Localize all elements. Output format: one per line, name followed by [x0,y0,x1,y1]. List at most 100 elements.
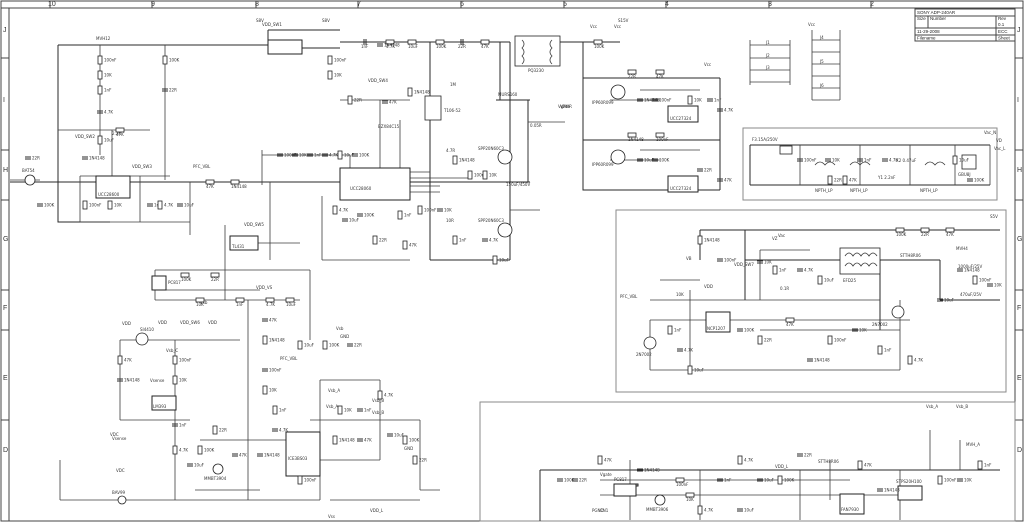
resistor [482,170,488,180]
component-value: 100K [896,232,907,237]
component-value: 4.7K [339,208,348,213]
title-sheet-ref: ECC [998,29,1008,34]
capacitor [292,153,298,157]
resistor [82,200,88,210]
output-stage-panel [615,209,1007,393]
inductor-l1-label: NPTH_LP [815,188,833,193]
title-block: SONY ADP-240AR Size Number Rev 0.1 11-29… [914,8,1016,42]
resistor [97,70,103,80]
capacitor [937,298,943,302]
resistor [377,390,383,400]
component-value: 1N4148 [339,438,355,443]
component-value: 47K [206,184,214,189]
inductor-l2 [849,161,871,166]
component-value: 1nF [459,238,467,243]
component-value: 22R [804,453,812,458]
net-vgate2: Vgate [600,472,612,477]
capacitor [857,158,863,162]
net-s8v-2: S8V [322,18,330,23]
capacitor [37,203,43,207]
ic-u11 [839,493,865,515]
net-vsb-b3: Vsb_B [956,404,968,409]
ic-marker [635,483,639,487]
ic-u1 [339,167,411,201]
diode-d4 [117,495,127,505]
component-value: 1N4148 [704,238,720,243]
bjt-q9 [654,494,666,506]
res-fb-label: 10K [676,292,684,297]
capacitor [717,478,723,482]
net-vdd-sw6: VDD_SW6 [180,320,200,325]
resistor [827,175,833,185]
net-vdd-sw4: VDD_SW4 [368,78,388,83]
net-vsense: Vsense [150,378,165,383]
capacitor [82,156,88,160]
capacitor [757,260,763,264]
net-vdd-l: VDD_L [370,508,384,513]
component-value: 100K [181,277,192,282]
component-value: 100nF [944,478,957,483]
component-value: 4.7K [384,393,393,398]
resistor [952,155,958,165]
capacitor [957,478,963,482]
jumper-j5: J5 [819,59,824,64]
net-vdd-sw1: VDD_SW1 [262,22,282,27]
resistor [332,435,338,445]
component-value: 22R [704,168,712,173]
component-value: 1nF [236,302,244,307]
net-vdd-sw7: VDD_SW7 [734,262,754,267]
capacitor [387,433,393,437]
capacitor [482,238,488,242]
capacitor [797,158,803,162]
zone-row-e-left: E [3,375,8,382]
component-value: 100K [359,153,370,158]
resistor [467,170,473,180]
net-labels: VDD_SW1 VDD_SW2 VDD_SW3 VDD_SW4 VDD_SW5 … [75,18,1006,519]
resistor [180,272,190,278]
resistor [412,455,418,465]
capacitor [257,453,263,457]
net-vdc2: VDC [116,468,125,473]
component-value: 47K [409,243,417,248]
component-value: 22R [219,428,227,433]
resistor [347,95,353,105]
resistor [97,55,103,65]
net-gnd: GND [340,334,349,339]
cap-out2-label: 470uF/25V [960,292,982,297]
ic-u7-label: TL431 [231,244,245,249]
ic-u7 [229,235,259,251]
mosfet-q5 [643,336,657,350]
net-vpwr: VPWR [560,104,572,109]
component-value: 4.7K [724,108,733,113]
net-vb: VB [686,256,692,261]
net-vdd2: VDD [704,284,713,289]
component-value: 1N4148 [231,184,247,189]
cap-y1-label: Y1 2.2nF [877,175,896,180]
title-rev-label: Rev [998,16,1007,21]
component-value: 1nF [104,88,112,93]
component-value: 22R [579,478,587,483]
bjt-q8-label: MMBT3904 [204,476,227,481]
component-value: 10K [444,208,452,213]
component-value: 10uF [304,343,315,348]
resistor [197,445,203,455]
diode-d2-label: STTH8R06 [818,459,839,464]
component-value: 47K [724,178,732,183]
component-value: 1nF [279,408,287,413]
net-pfc-vbl: PFC_VBL [193,164,211,169]
jumper-j6: J6 [819,83,824,88]
diode-d3-label: MURS160 [498,92,518,97]
component-value: 1N4148 [269,338,285,343]
component-value: 4.7K [889,158,898,163]
zone-row-d-right: D [1017,447,1022,454]
component-value: 22R [834,178,842,183]
component-value: 1N4148 [628,137,644,142]
component-value: 47K [786,322,794,327]
jumper-j2: J2 [765,53,770,58]
component-value: 1nF [864,158,872,163]
ic-u12-label: STPS20H100 [896,479,922,484]
component-value: 100nF [474,173,487,178]
resistor [262,385,268,395]
transformer-t1-label: PQ3230 [528,68,544,73]
